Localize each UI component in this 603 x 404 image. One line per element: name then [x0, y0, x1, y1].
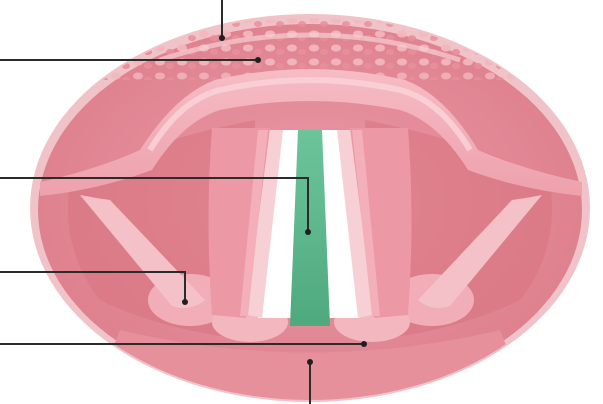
leader-dot-left-4 — [361, 341, 367, 347]
leader-dot-top — [219, 35, 225, 41]
leader-dot-left-2 — [305, 229, 311, 235]
leader-dot-bottom — [307, 359, 313, 365]
leader-dot-left-3 — [182, 299, 188, 305]
leader-dot-left-1 — [255, 57, 261, 63]
